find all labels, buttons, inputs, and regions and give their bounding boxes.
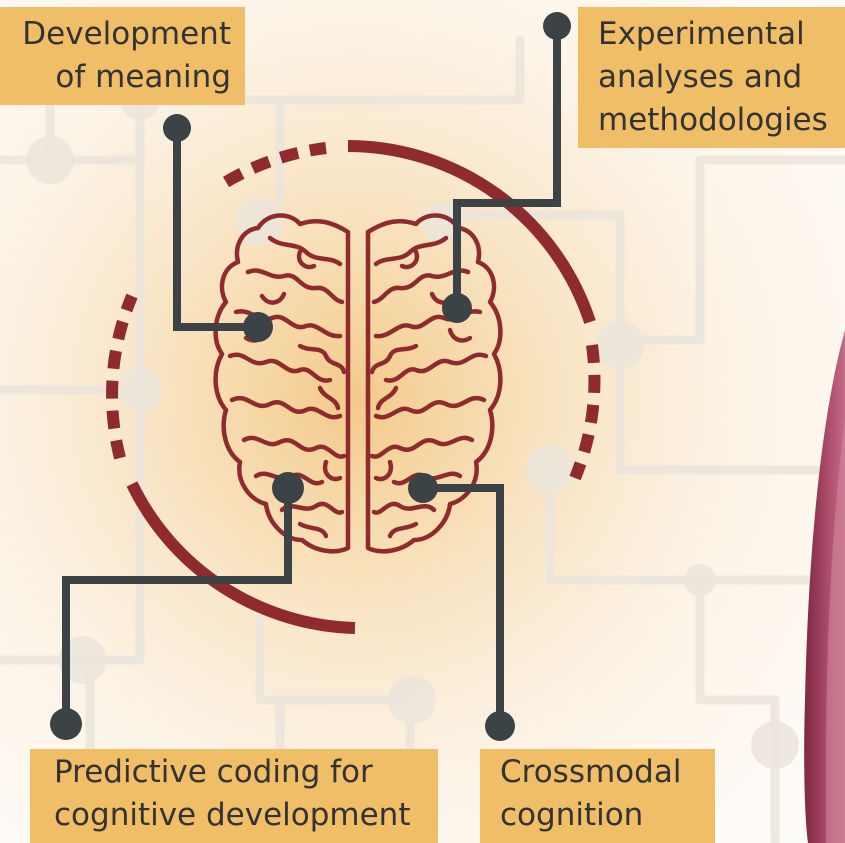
connectors (62, 26, 561, 726)
surrounding-arc (106, 140, 601, 634)
side-shape-highlight (826, 420, 845, 843)
label-experimental-analyses: Experimental analyses and methodologies (578, 7, 845, 148)
label-line: methodologies (598, 102, 828, 138)
label-line: cognition (500, 797, 644, 833)
label-line: of meaning (55, 59, 231, 95)
connector-experimental (453, 26, 561, 308)
node-dot-icon (243, 312, 273, 342)
label-line: Predictive coding for (54, 754, 373, 790)
node-dot-icon (272, 472, 304, 504)
connector-dots (50, 12, 571, 741)
label-line: Development (22, 16, 231, 52)
brain-left-hemisphere (213, 213, 351, 554)
label-development-of-meaning: Development of meaning (0, 7, 245, 105)
arc-solid-bottom-left (126, 481, 356, 634)
connector-development (173, 128, 258, 331)
label-line: analyses and (598, 59, 803, 95)
connector-crossmodal (423, 484, 504, 726)
label-line: Experimental (598, 16, 805, 52)
label-line: cognitive development (54, 797, 411, 833)
arc-dashed-top-left (222, 142, 327, 188)
brain-icon (213, 213, 503, 554)
node-dot-icon (442, 293, 472, 323)
label-predictive-coding: Predictive coding for cognitive developm… (30, 749, 438, 843)
arc-solid-top-right (347, 140, 596, 324)
node-dot-icon (163, 114, 191, 142)
node-dot-icon (485, 711, 515, 741)
label-line: Crossmodal (500, 754, 682, 790)
brain-right-hemisphere (365, 213, 503, 554)
node-dot-icon (408, 473, 438, 503)
circuit-nodes (26, 80, 799, 769)
arc-dashed-right (569, 344, 601, 481)
label-crossmodal-cognition: Crossmodal cognition (480, 749, 715, 843)
node-dot-icon (543, 12, 571, 40)
node-dot-icon (50, 708, 82, 740)
connector-predictive (62, 488, 292, 724)
